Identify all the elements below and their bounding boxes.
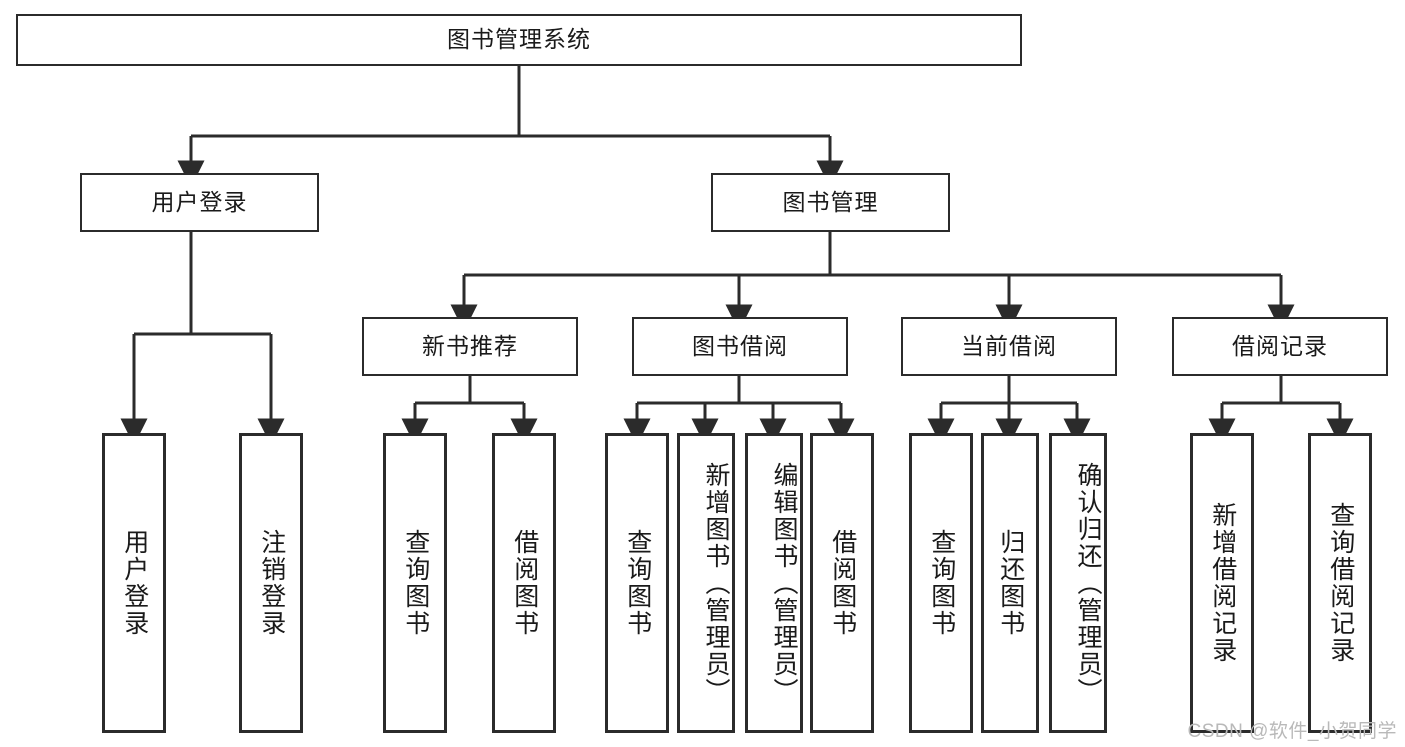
leaf-query-record-label: 查询借阅记录 bbox=[1326, 502, 1355, 664]
node-borrow-record[interactable]: 借阅记录 bbox=[1172, 317, 1388, 376]
leaf-borrow-book-1-label: 借阅图书 bbox=[510, 529, 539, 637]
node-book-management-label: 图书管理 bbox=[782, 188, 879, 215]
leaf-add-book-label: 新增图书（管理员） bbox=[702, 461, 730, 705]
leaf-query-book-3-label: 查询图书 bbox=[927, 529, 956, 637]
watermark-text: CSDN @软件_小贺同学 bbox=[1187, 721, 1397, 742]
leaf-edit-book-label: 编辑图书（管理员） bbox=[770, 461, 798, 705]
leaf-user-logout-label: 注销登录 bbox=[257, 529, 286, 637]
leaf-query-book-2-label: 查询图书 bbox=[623, 529, 652, 637]
node-borrow-record-label: 借阅记录 bbox=[1232, 332, 1328, 359]
node-root[interactable]: 图书管理系统 bbox=[16, 14, 1022, 66]
leaf-confirm-return[interactable]: 确认归还（管理员） bbox=[1049, 433, 1107, 733]
node-book-management[interactable]: 图书管理 bbox=[711, 173, 950, 232]
node-user-login[interactable]: 用户登录 bbox=[80, 173, 319, 232]
node-current-borrow-label: 当前借阅 bbox=[961, 332, 1057, 359]
leaf-return-book-label: 归还图书 bbox=[996, 529, 1025, 637]
leaf-confirm-return-label: 确认归还（管理员） bbox=[1074, 461, 1102, 705]
node-book-borrow-label: 图书借阅 bbox=[692, 332, 788, 359]
leaf-query-book-1[interactable]: 查询图书 bbox=[383, 433, 447, 733]
leaf-add-book[interactable]: 新增图书（管理员） bbox=[677, 433, 735, 733]
leaf-query-book-3[interactable]: 查询图书 bbox=[909, 433, 973, 733]
leaf-query-book-2[interactable]: 查询图书 bbox=[605, 433, 669, 733]
node-new-book-recommend[interactable]: 新书推荐 bbox=[362, 317, 578, 376]
leaf-user-logout[interactable]: 注销登录 bbox=[239, 433, 303, 733]
node-root-label: 图书管理系统 bbox=[447, 26, 591, 53]
node-book-borrow[interactable]: 图书借阅 bbox=[632, 317, 848, 376]
leaf-add-record[interactable]: 新增借阅记录 bbox=[1190, 433, 1254, 733]
leaf-edit-book[interactable]: 编辑图书（管理员） bbox=[745, 433, 803, 733]
leaf-user-login-label: 用户登录 bbox=[120, 529, 149, 637]
node-current-borrow[interactable]: 当前借阅 bbox=[901, 317, 1117, 376]
leaf-borrow-book-2[interactable]: 借阅图书 bbox=[810, 433, 874, 733]
leaf-add-record-label: 新增借阅记录 bbox=[1208, 502, 1237, 664]
leaf-user-login[interactable]: 用户登录 bbox=[102, 433, 166, 733]
leaf-query-book-1-label: 查询图书 bbox=[401, 529, 430, 637]
leaf-query-record[interactable]: 查询借阅记录 bbox=[1308, 433, 1372, 733]
leaf-borrow-book-2-label: 借阅图书 bbox=[828, 529, 857, 637]
node-new-book-recommend-label: 新书推荐 bbox=[422, 332, 518, 359]
node-user-login-label: 用户登录 bbox=[151, 188, 248, 215]
leaf-borrow-book-1[interactable]: 借阅图书 bbox=[492, 433, 556, 733]
leaf-return-book[interactable]: 归还图书 bbox=[981, 433, 1039, 733]
